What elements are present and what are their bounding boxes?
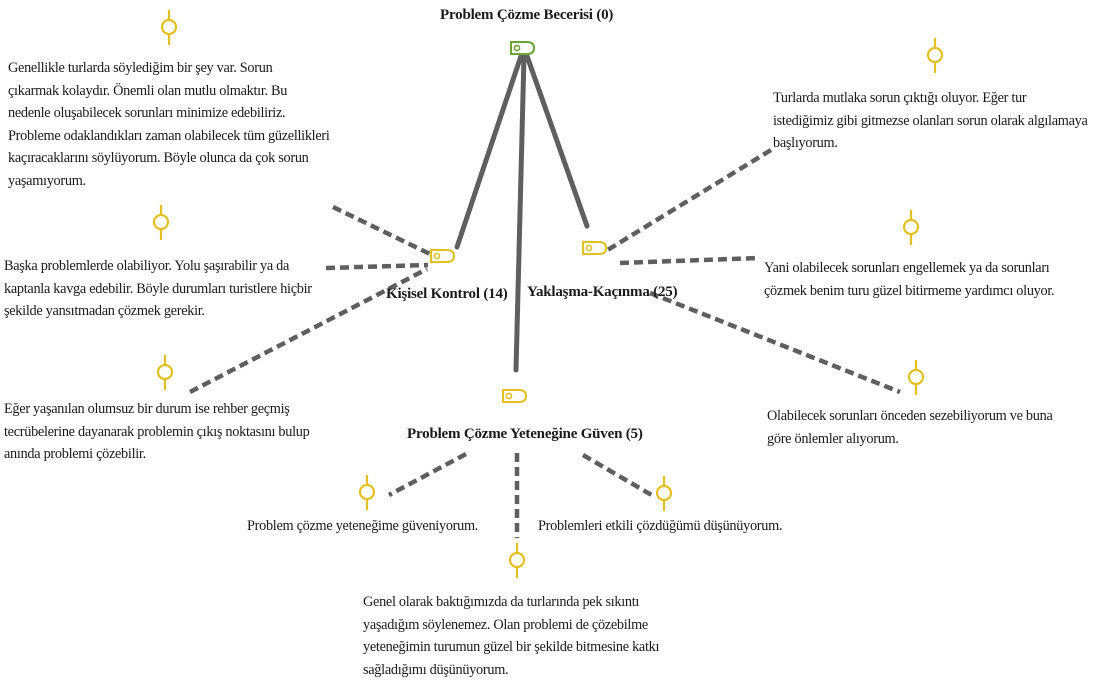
link-guven-q7 (387, 452, 468, 497)
quote-line: Problemleri etkili çözdüğümü düşünüyorum… (538, 518, 783, 534)
code-label-yaklasma[interactable]: Yaklaşma-Kaçınma (25) (527, 284, 678, 300)
quote-line: şekilde yansıtmadan çözmek gerekir. (4, 303, 205, 319)
quote-text-1[interactable]: Genellikle turlarda söylediğim bir şey v… (8, 57, 330, 192)
quote-text-4[interactable]: Turlarda mutlaka sorun çıktığı oluyor. E… (773, 87, 1088, 155)
code-icon-kisisel[interactable] (429, 244, 456, 268)
quote-line: yaşamıyorum. (8, 172, 86, 189)
quote-line: kaptanla kavga edebilir. Böyle durumları… (4, 280, 312, 297)
quote-text-7[interactable]: Problem çözme yeteneğime güveniyorum. (247, 515, 478, 538)
quote-pin-icon[interactable] (900, 210, 922, 246)
quote-text-9[interactable]: Genel olarak baktığımızda da turlarında … (363, 591, 659, 681)
quote-line: yaşadığım söylenemez. Olan problemi de ç… (363, 616, 648, 633)
quote-line: Turlarda mutlaka sorun çıktığı oluyor. E… (773, 90, 1027, 106)
link-yaklasma-q5 (619, 255, 761, 266)
code-label-guven[interactable]: Problem Çözme Yeteneğine Güven (5) (407, 426, 643, 442)
quote-pin-icon[interactable] (158, 10, 180, 46)
link-root-yaklasma (524, 53, 590, 229)
quote-line: Genel olarak baktığımızda da turlarında … (363, 594, 640, 610)
quote-line: anında problemi çözebilir. (4, 446, 146, 462)
code-icon-guven[interactable] (501, 384, 528, 408)
quote-pin-icon[interactable] (506, 543, 528, 579)
quote-line: Problem çözme yeteneğime güveniyorum. (247, 518, 479, 534)
quote-line: başlıyorum. (773, 135, 838, 151)
quote-line: göre önlemler alıyorum. (767, 430, 899, 447)
quote-line: sağladığımı düşünüyorum. (363, 661, 509, 678)
quote-text-5[interactable]: Yani olabilecek sorunları engellemek ya … (764, 257, 1055, 302)
quote-line: Probleme odaklandıkları zaman olabilecek… (8, 127, 330, 144)
quote-line: çıkarmak kolaydır. Önemli olan mutlu olm… (8, 82, 288, 99)
link-root-guven (513, 53, 527, 373)
root-label[interactable]: Problem Çözme Becerisi (0) (440, 7, 614, 23)
quote-line: çözmek benim turu güzel bitirmeme yardım… (764, 282, 1055, 299)
link-kisisel-q1 (332, 204, 431, 257)
link-yaklasma-q6 (649, 290, 901, 395)
link-kisisel-q3 (188, 267, 429, 394)
code-label-kisisel[interactable]: Kişisel Kontrol (14) (386, 286, 508, 302)
quote-line: nedenle oluşabilecek sorunları minimize … (8, 105, 286, 121)
link-yaklasma-q4 (604, 148, 773, 253)
root-code-icon[interactable] (509, 36, 536, 60)
quote-line: istediğimiz gibi gitmezse olanları sorun… (773, 112, 1088, 129)
quote-line: Genellikle turlarda söylediğim bir şey v… (8, 60, 273, 76)
quote-text-2[interactable]: Başka problemlerde olabiliyor. Yolu şaşı… (4, 255, 312, 323)
quote-line: kaçıracaklarını söylüyorum. Böyle olunca… (8, 150, 309, 166)
quote-line: Eğer yaşanılan olumsuz bir durum ise reh… (4, 401, 290, 417)
quote-line: Olabilecek sorunları önceden sezebiliyor… (767, 408, 1053, 424)
quote-pin-icon[interactable] (356, 475, 378, 511)
quote-line: tecrübelerine dayanarak problemin çıkış … (4, 423, 310, 440)
quote-line: Yani olabilecek sorunları engellemek ya … (764, 260, 1050, 276)
link-guven-q8 (581, 453, 657, 499)
quote-text-6[interactable]: Olabilecek sorunları önceden sezebiliyor… (767, 405, 1053, 450)
quote-text-8[interactable]: Problemleri etkili çözdüğümü düşünüyorum… (538, 515, 783, 538)
quote-pin-icon[interactable] (150, 205, 172, 241)
quote-line: Başka problemlerde olabiliyor. Yolu şaşı… (4, 258, 290, 274)
quote-pin-icon[interactable] (653, 476, 675, 512)
link-kisisel-q2 (325, 262, 429, 271)
code-icon-yaklasma[interactable] (581, 236, 608, 260)
quote-text-3[interactable]: Eğer yaşanılan olumsuz bir durum ise reh… (4, 398, 310, 466)
quote-pin-icon[interactable] (154, 355, 176, 391)
quote-pin-icon[interactable] (905, 360, 927, 396)
link-root-kisisel (454, 53, 524, 250)
quote-pin-icon[interactable] (924, 38, 946, 74)
quote-line: yeteneğimin turumun güzel bir şekilde bi… (363, 639, 660, 655)
